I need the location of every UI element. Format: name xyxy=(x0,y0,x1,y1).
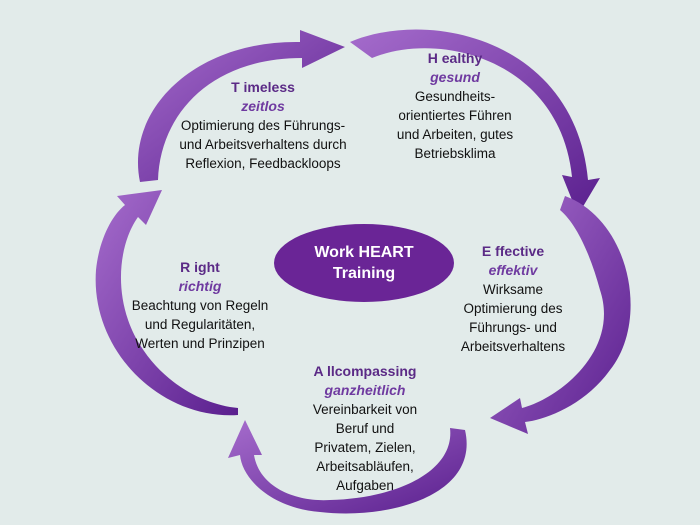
center-title-line1: Work HEART xyxy=(314,244,414,261)
arrow-timeless-to-healthy xyxy=(137,30,345,182)
allcompassing-description: Vereinbarkeit von Beruf und Privatem, Zi… xyxy=(312,402,418,493)
allcompassing-subheading: ganzheitlich xyxy=(324,382,406,398)
arrow-healthy-to-effective xyxy=(350,29,600,215)
right-description: Beachtung von Regeln und Regularitäten, … xyxy=(131,298,269,351)
allcompassing-heading: A llcompassing xyxy=(313,363,417,379)
arrow-effective-to-allcompassing xyxy=(490,196,631,434)
block-allcompassing: A llcompassing ganzheitlich Vereinbarkei… xyxy=(290,362,440,495)
block-effective: E ffective effektiv Wirksame Optimierung… xyxy=(438,242,588,356)
effective-heading: E ffective xyxy=(481,243,545,259)
arrow-right-to-timeless xyxy=(95,190,238,416)
healthy-subheading: gesund xyxy=(430,69,480,85)
arrow-allcompassing-to-right xyxy=(228,420,467,514)
healthy-description: Gesundheits- orientiertes Führen und Arb… xyxy=(396,89,514,161)
block-right: R ight richtig Beachtung von Regeln und … xyxy=(110,258,290,353)
right-subheading: richtig xyxy=(178,278,222,294)
center-title: Work HEART Training xyxy=(274,224,454,302)
timeless-heading: T imeless xyxy=(231,79,295,95)
right-heading: R ight xyxy=(180,259,220,275)
timeless-subheading: zeitlos xyxy=(241,98,285,114)
healthy-heading: H ealthy xyxy=(427,50,483,66)
effective-subheading: effektiv xyxy=(488,262,538,278)
block-timeless: T imeless zeitlos Optimierung des Führun… xyxy=(158,78,368,173)
block-healthy: H ealthy gesund Gesundheits- orientierte… xyxy=(380,49,530,163)
timeless-description: Optimierung des Führungs- und Arbeitsver… xyxy=(179,118,347,171)
center-title-line2: Training xyxy=(332,265,396,282)
effective-description: Wirksame Optimierung des Führungs- und A… xyxy=(460,282,566,354)
